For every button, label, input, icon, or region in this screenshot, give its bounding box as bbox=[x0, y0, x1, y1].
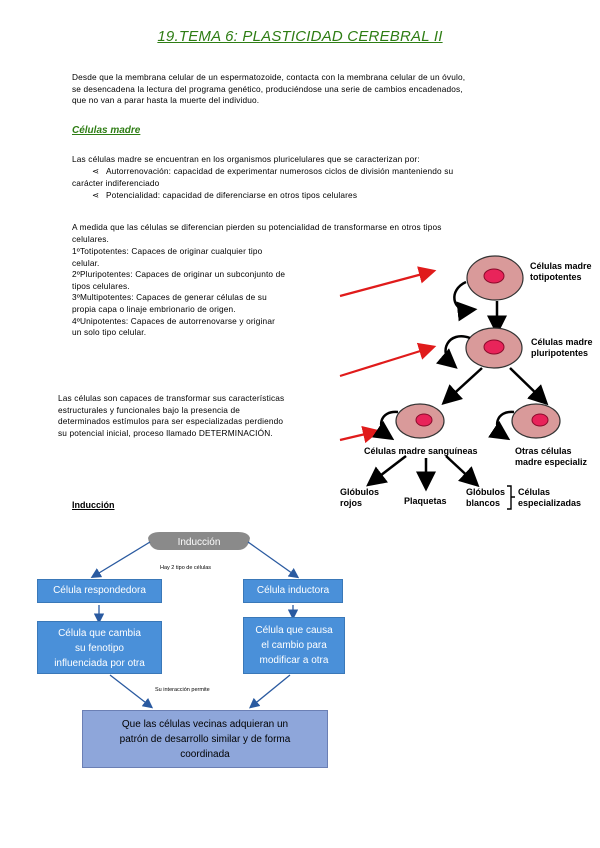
box-line: Célula que causa bbox=[255, 625, 333, 636]
text-line: 3ºMultipotentes: Capaces de generar célu… bbox=[72, 292, 267, 303]
flow-arrow-converge-left bbox=[109, 674, 154, 709]
label-globulos-blancos: Glóbulos blancos bbox=[466, 487, 505, 509]
section-heading-celulas-madre: Células madre bbox=[72, 125, 141, 136]
arrow-to-other-stem bbox=[509, 367, 549, 406]
bullet-list: ⋖ Autorrenovación: capacidad de experime… bbox=[72, 166, 552, 202]
intro-paragraph: Desde que la membrana celular de un espe… bbox=[72, 72, 542, 107]
label-line: Glóbulos bbox=[466, 487, 505, 497]
list-item: ⋖ Potencialidad: capacidad de diferencia… bbox=[92, 190, 552, 202]
bullet-icon: ⋖ bbox=[92, 190, 100, 201]
box-celula-respondedora: Célula respondedora bbox=[37, 579, 162, 603]
box-line: el cambio para bbox=[261, 640, 327, 651]
label-line: totipotentes bbox=[530, 272, 582, 282]
box-line: coordinada bbox=[180, 749, 230, 760]
text-line: propia capa o linaje embrionario de orig… bbox=[72, 303, 236, 314]
label-line: pluripotentes bbox=[531, 348, 589, 358]
totipotent-nucleus bbox=[483, 268, 505, 284]
self-renew-arrow-4 bbox=[488, 410, 515, 441]
text-line: un solo tipo celular. bbox=[72, 327, 147, 338]
bullet-text: Autorrenovación: capacidad de experiment… bbox=[106, 166, 453, 178]
label-line: blancos bbox=[466, 498, 501, 508]
arrow-to-red-cells bbox=[366, 455, 407, 487]
label-line: madre especializ bbox=[515, 457, 588, 467]
text-line: A medida que las células se diferencian … bbox=[72, 222, 442, 232]
page-title: 19.TEMA 6: PLASTICIDAD CEREBRAL II bbox=[157, 28, 443, 45]
box-resultado: Que las células vecinas adquieran un pat… bbox=[82, 710, 328, 768]
text-line: 1ºTotipotentes: Capaces de originar cual… bbox=[72, 246, 263, 256]
label-line: rojos bbox=[340, 498, 363, 508]
box-celula-causa: Célula que causa el cambio para modifica… bbox=[243, 617, 345, 674]
diferencian-paragraph: A medida que las células se diferencian … bbox=[72, 222, 542, 245]
bracket bbox=[507, 485, 515, 510]
text-line: su potencial inicial, proceso llamado DE… bbox=[58, 427, 273, 438]
hay-dos-tipos-label: Hay 2 tipo de células bbox=[160, 565, 212, 571]
box-line: modificar a otra bbox=[259, 655, 329, 666]
intro-line: se desencadena la lectura del programa g… bbox=[72, 83, 463, 94]
bullet-continuation: carácter indiferenciado bbox=[72, 177, 160, 188]
label-pluripotentes: Células madre pluripotentes bbox=[531, 337, 593, 359]
label-line: Células madre bbox=[531, 337, 593, 347]
red-arrow-1 bbox=[339, 266, 437, 298]
stem-cell-diagram bbox=[339, 255, 561, 510]
label-globulos-rojos: Glóbulos rojos bbox=[340, 487, 379, 509]
label-line: Otras células bbox=[515, 446, 572, 456]
interaccion-label: Su interacción permite bbox=[155, 687, 210, 693]
section-heading-induccion: Inducción bbox=[72, 500, 115, 510]
list-item: ⋖ Autorrenovación: capacidad de experime… bbox=[92, 166, 552, 178]
box-celula-inductora: Célula inductora bbox=[243, 579, 343, 603]
determinacion-paragraph: Las células son capaces de transformar s… bbox=[58, 393, 338, 439]
red-arrow-3 bbox=[339, 425, 381, 444]
text-line: Las células son capaces de transformar s… bbox=[58, 393, 285, 403]
box-line: influenciada por otra bbox=[54, 658, 145, 669]
label-otras: Otras células madre especializ bbox=[515, 446, 587, 468]
blood-stem-nucleus bbox=[415, 413, 433, 427]
text-line: celulares. bbox=[72, 233, 110, 244]
box-line: patrón de desarrollo similar y de forma bbox=[119, 734, 291, 745]
box-line: Que las células vecinas adquieran un bbox=[121, 719, 289, 730]
arrow-to-blood-stem bbox=[441, 367, 483, 406]
text-line: celular. bbox=[72, 257, 100, 268]
bullet-icon: ⋖ bbox=[92, 166, 100, 176]
celulas-intro: Las células madre se encuentran en los o… bbox=[72, 154, 420, 164]
text-line: determinados estímulos para ser especial… bbox=[58, 416, 284, 427]
label-especializadas: Células especializadas bbox=[518, 487, 581, 509]
label-line: especializadas bbox=[518, 498, 582, 508]
label-totipotentes: Células madre totipotentes bbox=[530, 261, 592, 283]
label-sanguineas: Células madre sanguíneas bbox=[364, 446, 478, 456]
self-renew-arrow-2 bbox=[436, 335, 471, 369]
bullet-line: Potencialidad: capacidad de diferenciars… bbox=[106, 190, 358, 201]
tipos-list: 1ºTotipotentes: Capaces de originar cual… bbox=[72, 246, 342, 339]
flow-arrow-converge-right bbox=[248, 674, 291, 709]
text-line: 2ºPluripotentes: Capaces de originar un … bbox=[72, 269, 286, 280]
pluripotent-nucleus bbox=[483, 339, 505, 355]
bullet-line: Autorrenovación: capacidad de experiment… bbox=[106, 166, 454, 176]
box-celula-cambia: Célula que cambia su fenotipo influencia… bbox=[37, 621, 162, 674]
box-line: Célula que cambia bbox=[58, 628, 141, 639]
induction-header-shape bbox=[148, 532, 250, 550]
intro-line: que no van a parar hasta la muerte del i… bbox=[72, 95, 260, 106]
induction-header: Inducción bbox=[177, 537, 221, 548]
arrow-to-white-cells bbox=[445, 455, 480, 488]
self-renew-arrow-1 bbox=[453, 280, 478, 322]
label-line: Células bbox=[518, 487, 551, 497]
text-line: tipos celulares. bbox=[72, 280, 130, 291]
label-line: Glóbulos bbox=[340, 487, 379, 497]
label-plaquetas: Plaquetas bbox=[404, 496, 447, 506]
intro-line: Desde que la membrana celular de un espe… bbox=[72, 72, 466, 82]
flow-arrow-right bbox=[247, 541, 300, 579]
red-arrow-2 bbox=[339, 342, 437, 378]
text-line: estructurales y funcionales bajo la pres… bbox=[58, 404, 240, 415]
label-line: Células madre bbox=[530, 261, 592, 271]
induction-flowchart bbox=[90, 532, 300, 709]
text-line: 4ºUnipotentes: Capaces de autorrenovarse… bbox=[72, 315, 276, 326]
other-stem-nucleus bbox=[531, 413, 549, 427]
flow-arrow-left bbox=[90, 541, 151, 579]
box-line: su fenotipo bbox=[75, 643, 124, 654]
self-renew-arrow-3 bbox=[372, 410, 399, 441]
